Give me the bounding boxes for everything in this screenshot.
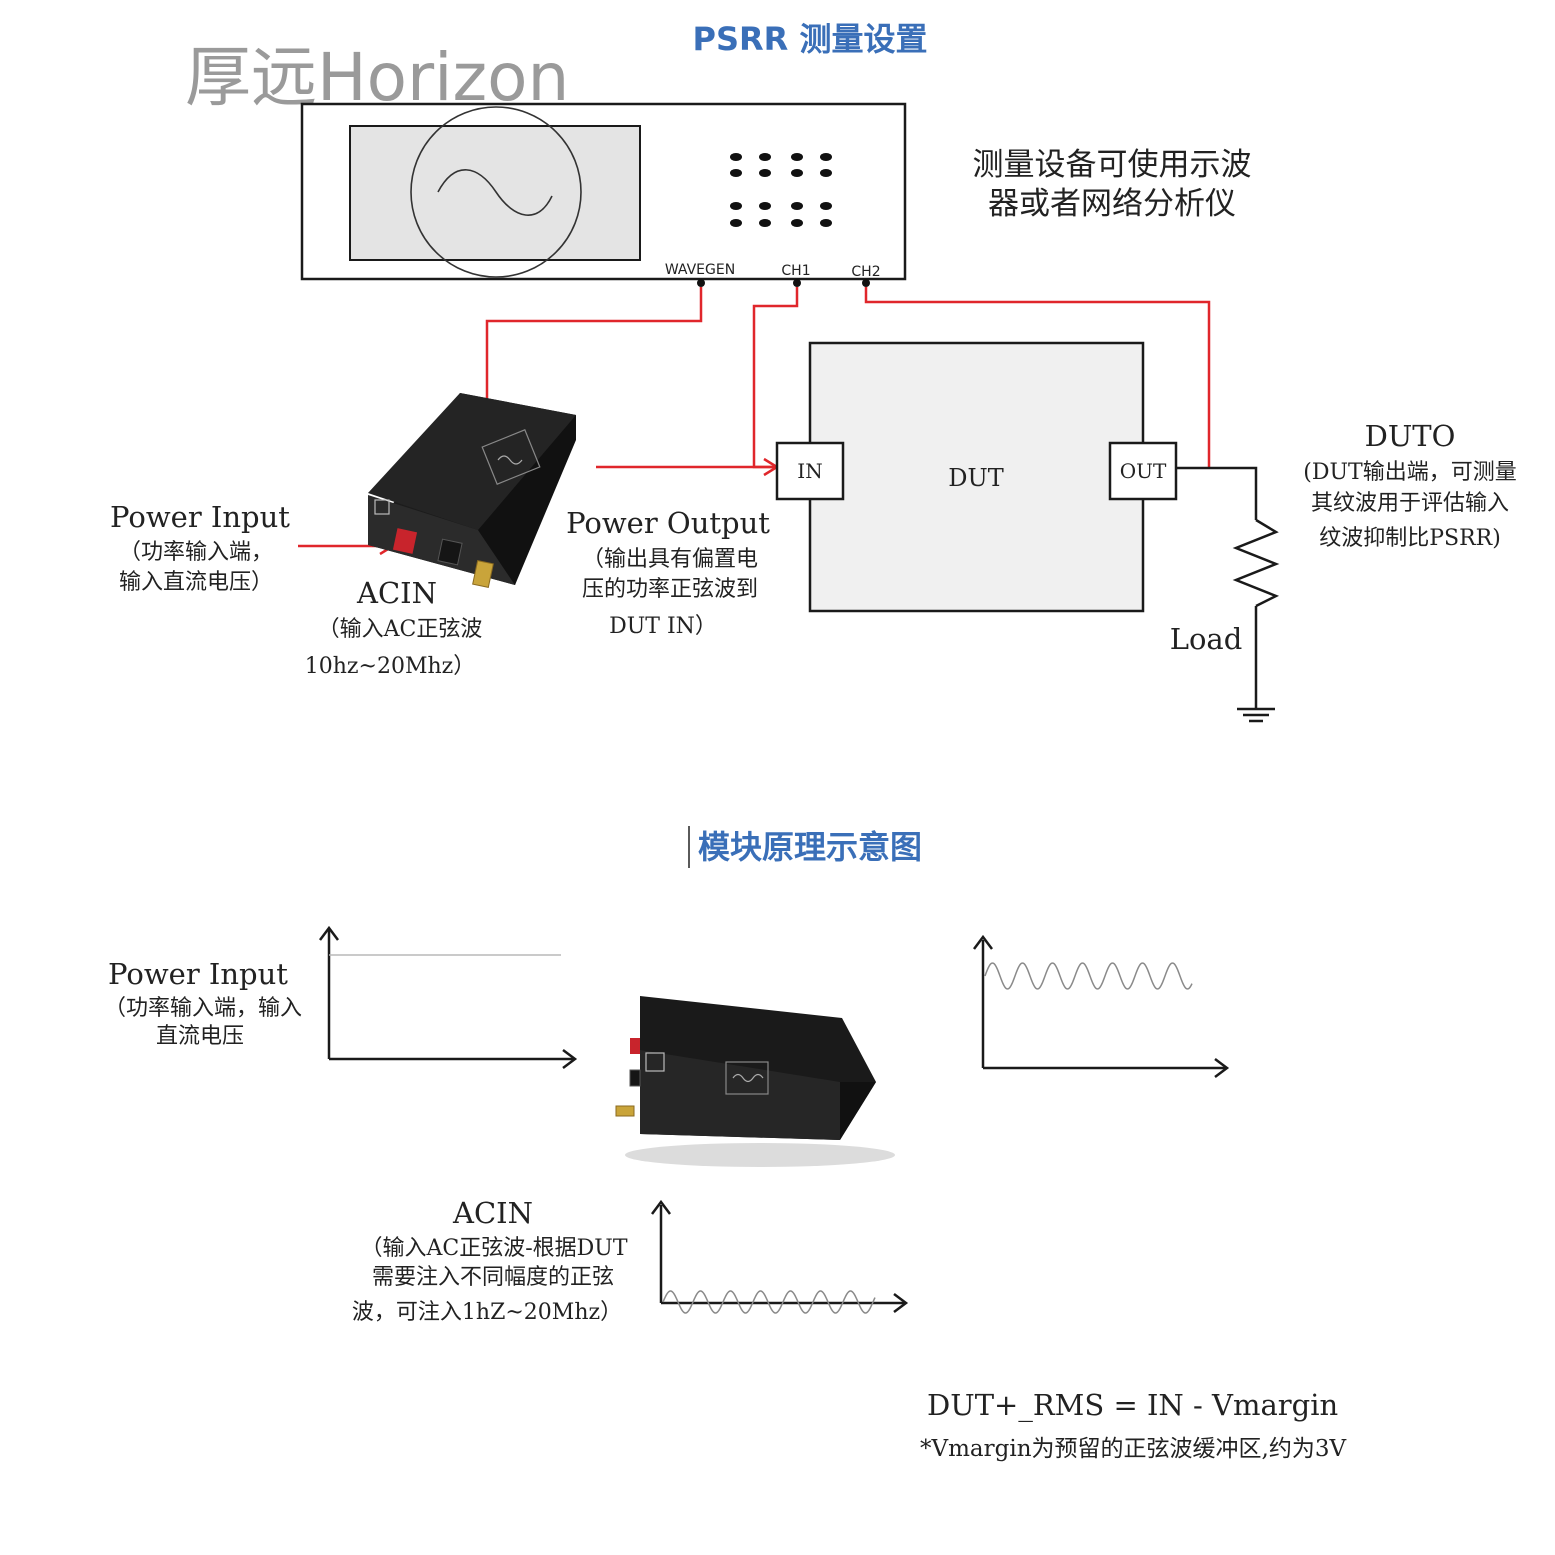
load-resistor-icon: [1232, 518, 1280, 608]
dut-in-label: IN: [797, 459, 822, 483]
dut-out-label: OUT: [1120, 459, 1167, 483]
duto-desc-line2: 其纹波用于评估输入: [1311, 491, 1509, 516]
acin-desc-bottom-line2: 需要注入不同幅度的正弦: [372, 1265, 614, 1290]
instrument-note-line2: 器或者网络分析仪: [988, 186, 1236, 222]
port-ch1-connector: [793, 279, 801, 287]
instrument-knobs: [730, 153, 832, 227]
acin-title: ACIN: [356, 576, 437, 610]
section2-title: 模块原理示意图: [698, 828, 922, 866]
power-output-desc-line2: 压的功率正弦波到: [582, 577, 758, 602]
port-ch1-label: CH1: [781, 263, 810, 279]
power-input-title: Power Input: [110, 500, 290, 534]
power-input-title-bottom: Power Input: [108, 957, 288, 991]
wire-ch2-to-dut-out: [864, 287, 1211, 468]
acin-sine-wave: [662, 1290, 876, 1314]
port-ch2-connector: [862, 279, 870, 287]
instrument: WAVEGEN CH1 CH2: [300, 102, 907, 287]
dc-input-plot: [319, 925, 578, 1069]
load-label: Load: [1170, 622, 1243, 656]
injector-module-photo-icon: [368, 393, 576, 588]
duto-title: DUTO: [1365, 419, 1456, 453]
load-circuit: [1176, 466, 1280, 723]
power-input-desc-line2: 输入直流电压）: [119, 570, 273, 595]
port-wavegen-connector: [697, 279, 705, 287]
acin-desc-line1: （输入AC正弦波: [318, 617, 483, 642]
acin-title-bottom: ACIN: [452, 1196, 533, 1230]
formula: DUT+_RMS = IN - Vmargin: [927, 1388, 1338, 1423]
acin-desc-line2: 10hz~20Mhz）: [305, 654, 475, 679]
power-output-title: Power Output: [566, 506, 770, 540]
power-input-desc-bottom-line2: 直流电压: [156, 1024, 244, 1049]
sine-wave-icon: [437, 169, 553, 216]
section1-title: PSRR 测量设置: [693, 20, 928, 58]
sine-source-icon: [410, 106, 582, 278]
dut-in-port: [775, 441, 845, 501]
power-input-desc-line1: （功率输入端，: [119, 540, 273, 565]
acin-desc-bottom-line3: 波，可注入1hZ~20Mhz）: [352, 1300, 622, 1325]
vmargin-note: *Vmargin为预留的正弦波缓冲区,约为3V: [920, 1436, 1346, 1462]
power-output-desc-line3: DUT IN）: [609, 614, 717, 639]
acin-plot: [651, 1199, 909, 1313]
dut-block: DUT IN OUT: [775, 341, 1178, 613]
acin-desc-bottom-line1: （输入AC正弦波-根据DUT: [360, 1236, 627, 1261]
injector-module-photo-icon-bottom: [615, 996, 895, 1167]
wire-ch1-to-dut-in: [752, 287, 799, 469]
duto-desc-line1: (DUT输出端，可测量: [1303, 460, 1516, 485]
power-input-desc-bottom-line1: （功率输入端，输入: [104, 996, 302, 1021]
dut-label: DUT: [948, 464, 1003, 492]
instrument-screen: [349, 125, 641, 261]
port-ch2-label: CH2: [851, 264, 880, 280]
load-wire: [1176, 466, 1258, 520]
port-wavegen-label: WAVEGEN: [665, 262, 735, 278]
output-plot: [973, 934, 1230, 1078]
dut-out-port: [1108, 441, 1178, 501]
instrument-note-line1: 测量设备可使用示波: [973, 147, 1252, 183]
duto-desc-line3: 纹波抑制比PSRR): [1319, 526, 1501, 551]
output-ripple-wave: [984, 962, 1193, 990]
dut-body: [808, 341, 1145, 613]
power-output-desc-line1: （输出具有偏置电: [582, 547, 758, 572]
